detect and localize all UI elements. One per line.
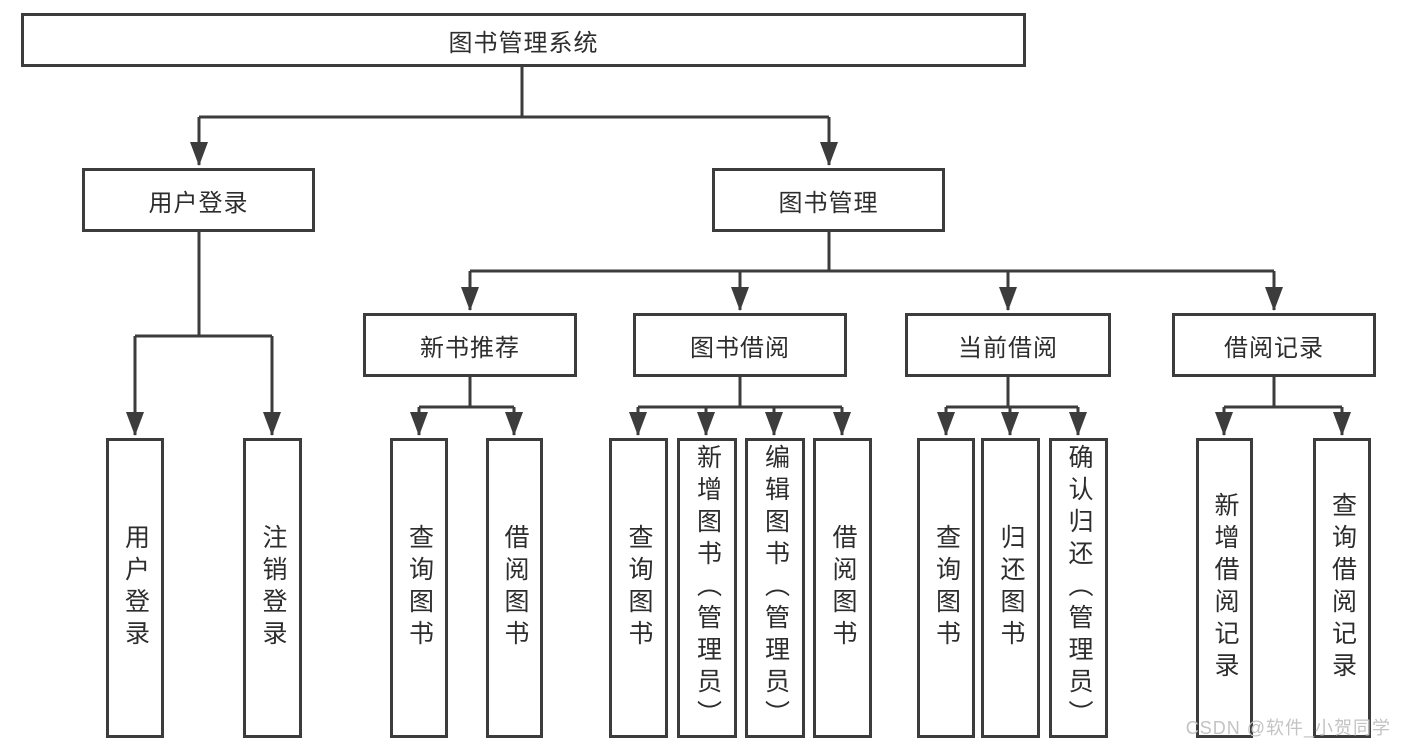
- leaf-confirm-return-admin: 确认归还（管理员）: [1049, 438, 1108, 738]
- node-book-management: 图书管理: [712, 168, 945, 232]
- leaf-query-books-recommend: 查询图书: [390, 438, 448, 738]
- node-borrow-record: 借阅记录: [1172, 313, 1376, 377]
- leaf-add-book-admin: 新增图书（管理员）: [677, 438, 737, 738]
- leaf-borrow-books-recommend: 借阅图书: [486, 438, 543, 738]
- leaf-logout: 注销登录: [243, 438, 302, 738]
- connector-root-to-level2: [190, 67, 838, 166]
- leaf-user-login: 用户登录: [106, 438, 164, 738]
- connector-book-borrow-children: [629, 377, 851, 436]
- connector-current-borrow-children: [937, 377, 1087, 436]
- node-new-book-recommend: 新书推荐: [363, 313, 577, 377]
- leaf-add-borrow-record: 新增借阅记录: [1196, 438, 1253, 738]
- leaf-query-books-current: 查询图书: [917, 438, 975, 738]
- csdn-watermark: CSDN @软件_小贺同学: [1185, 718, 1391, 738]
- node-current-borrow: 当前借阅: [905, 313, 1111, 377]
- leaf-return-book: 归还图书: [981, 438, 1040, 738]
- leaf-borrow-book: 借阅图书: [813, 438, 872, 738]
- connector-user-login-children: [126, 232, 281, 436]
- leaf-query-borrow-record: 查询借阅记录: [1313, 438, 1371, 738]
- node-book-borrow: 图书借阅: [633, 313, 847, 377]
- node-user-login: 用户登录: [82, 168, 315, 232]
- connector-borrow-record-children: [1215, 377, 1351, 436]
- leaf-query-books-borrow: 查询图书: [609, 438, 668, 738]
- connector-book-mgmt-children: [461, 232, 1283, 311]
- connector-new-book-rec-children: [410, 377, 523, 436]
- node-root-library-system: 图书管理系统: [21, 13, 1026, 67]
- leaf-edit-book-admin: 编辑图书（管理员）: [745, 438, 805, 738]
